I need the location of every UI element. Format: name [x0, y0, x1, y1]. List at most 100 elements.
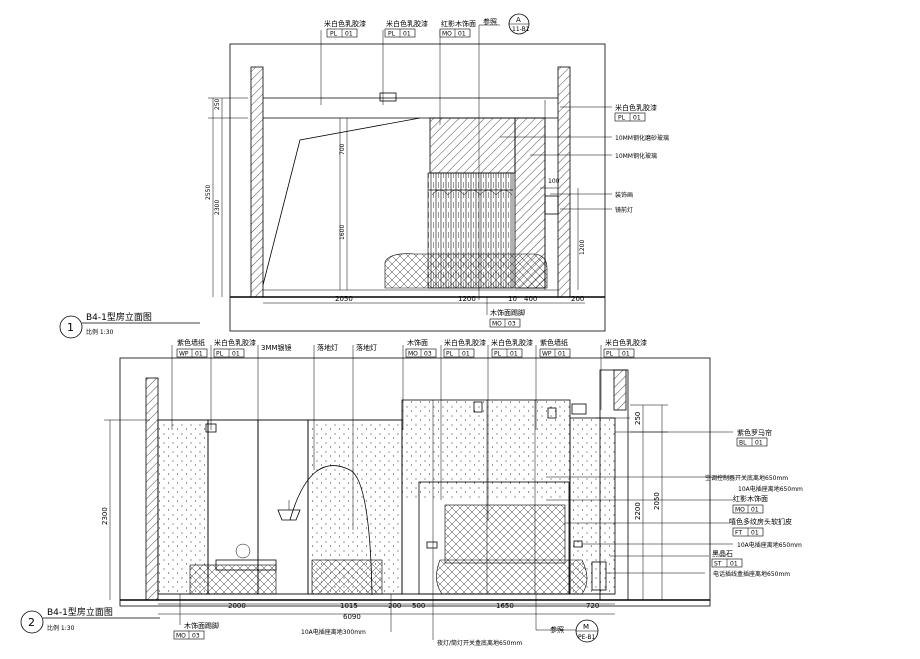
svg-text:紫色墙纸: 紫色墙纸	[177, 338, 205, 347]
bed	[436, 559, 588, 595]
e2-dim-250: 250	[634, 412, 642, 425]
svg-text:2: 2	[28, 616, 35, 629]
svg-text:MO: MO	[442, 31, 452, 38]
svg-text:01: 01	[558, 351, 566, 358]
dim-250: 250	[214, 98, 221, 110]
svg-text:米白色乳胶漆: 米白色乳胶漆	[605, 338, 647, 347]
e2-dim-2000: 2000	[228, 602, 246, 610]
e2-dim-2300: 2300	[101, 507, 109, 525]
svg-text:01: 01	[755, 440, 763, 447]
svg-text:米白色乳胶漆: 米白色乳胶漆	[386, 19, 428, 28]
svg-text:01: 01	[751, 530, 759, 537]
e2-bottom-label-2: 10A电插座离地300mm	[301, 594, 392, 636]
e2-dim-500: 500	[412, 602, 425, 610]
svg-text:01: 01	[232, 351, 240, 358]
svg-text:01: 01	[195, 351, 203, 358]
svg-text:PL: PL	[330, 31, 338, 38]
svg-text:嘻色多纹房头软扪皮: 嘻色多纹房头软扪皮	[729, 517, 792, 526]
svg-text:01: 01	[345, 31, 353, 38]
e2-dim-200: 200	[388, 602, 401, 610]
svg-text:木饰面: 木饰面	[407, 338, 428, 347]
e1-bottom-label: 木饰面踢脚 MO 03	[486, 297, 525, 328]
dim-2300: 2300	[214, 200, 221, 215]
left-wall-section	[250, 66, 264, 298]
e1-right-label-4: 装饰画	[550, 191, 633, 199]
elevation-1-title: B4-1型房立面图	[86, 311, 152, 323]
e2-top-label-2: 米白色乳胶漆 PL 01	[210, 338, 256, 430]
elevation-1-frame	[229, 43, 606, 332]
e2-right-label-5: 嘻色多纹房头软扪皮 FT 01	[565, 517, 792, 537]
dim-200: 200	[571, 295, 584, 303]
svg-text:MO: MO	[408, 351, 418, 358]
frosted-glass-panel	[429, 117, 516, 174]
svg-text:10A电插座离地650mm: 10A电插座离地650mm	[738, 485, 803, 493]
wallpaper-panel-right	[402, 400, 570, 500]
svg-text:10MM钢化磨砂玻璃: 10MM钢化磨砂玻璃	[615, 134, 669, 142]
svg-text:01: 01	[510, 351, 518, 358]
svg-text:03: 03	[192, 633, 200, 640]
elevation-1-scale: 比例 1:30	[86, 328, 114, 336]
svg-text:MO: MO	[176, 633, 186, 640]
svg-text:木饰面踢脚: 木饰面踢脚	[184, 621, 219, 630]
elevation-1: 250 2300 2550 700 1600 100 1200 2050 120…	[59, 13, 669, 339]
floor-lamp-arc	[289, 465, 373, 596]
svg-text:ST: ST	[714, 561, 722, 568]
svg-text:10A电插座离地650mm: 10A电插座离地650mm	[737, 541, 802, 549]
e2-top-label-4: 落地灯	[313, 343, 338, 470]
svg-text:落地灯: 落地灯	[356, 343, 377, 352]
dim-left-1: 250 2300 2550	[205, 97, 248, 297]
svg-text:红影木饰面: 红影木饰面	[733, 494, 768, 503]
drawing-number-circle-2	[20, 610, 44, 634]
svg-text:01: 01	[462, 351, 470, 358]
e1-top-label-2: 米白色乳胶漆 PL 01	[382, 19, 428, 105]
e2-right-label-8: 电话插线盒插座离地650mm	[606, 570, 790, 578]
e2-bottom-label-1: 木饰面踢脚 MO 03	[173, 594, 219, 640]
e2-dim-1650: 1650	[496, 602, 514, 610]
e1-right-label-5: 镜前灯	[560, 206, 633, 214]
svg-text:10MM钢化玻璃: 10MM钢化玻璃	[615, 152, 657, 160]
e2-dim-2050: 2050	[653, 492, 661, 510]
e1-top-label-1: 米白色乳胶漆 PL 01	[320, 19, 366, 105]
e2-bottom-label-3: 夜灯/筒灯开关盒底离地650mm	[432, 594, 522, 647]
dim-100: 100	[548, 178, 560, 185]
svg-text:M: M	[583, 623, 589, 631]
svg-text:PL: PL	[388, 31, 396, 38]
svg-text:PL: PL	[494, 351, 502, 358]
e2-right-label-2: 空调控制器开关底离地650mm	[546, 474, 788, 482]
svg-text:3MM银镜: 3MM银镜	[261, 343, 292, 352]
e2-right-label-3: 10A电插座离地650mm	[738, 485, 803, 493]
svg-text:01: 01	[458, 31, 466, 38]
e2-right-label-1: 紫色罗马帘 BL 01	[615, 428, 772, 447]
e2-top-label-6: 木饰面 MO 03	[402, 338, 437, 430]
svg-text:A: A	[516, 16, 521, 24]
svg-text:黑晶石: 黑晶石	[712, 550, 733, 558]
svg-text:米白色乳胶漆: 米白色乳胶漆	[444, 338, 486, 347]
e2-right-label-6: 10A电插座离地650mm	[582, 541, 802, 549]
svg-text:木饰面踢脚: 木饰面踢脚	[490, 308, 525, 317]
dim-700: 700	[339, 143, 346, 155]
svg-text:PL: PL	[446, 351, 454, 358]
svg-text:BL: BL	[739, 440, 747, 447]
bathtub	[384, 253, 548, 289]
drawing-number-circle-1	[59, 315, 83, 339]
dim-1200-v: 1200	[579, 240, 586, 255]
e2-top-label-10: 米白色乳胶漆 PL 01	[600, 338, 647, 410]
svg-text:PE-B1: PE-B1	[578, 634, 595, 641]
svg-text:镜前灯: 镜前灯	[615, 206, 633, 214]
svg-text:夜灯/筒灯开关盒底离地650mm: 夜灯/筒灯开关盒底离地650mm	[437, 639, 522, 647]
e2-dim-total: 6090	[343, 613, 361, 621]
svg-text:电话插线盒插座离地650mm: 电话插线盒插座离地650mm	[713, 570, 790, 578]
e2-top-label-7: 米白色乳胶漆 PL 01	[440, 338, 486, 500]
e2-top-label-8: 米白色乳胶漆 PL 01	[487, 338, 533, 520]
e1-right-label-1: 米白色乳胶漆 PL 01	[560, 103, 657, 122]
e2-top-label-3: 3MM银镜	[257, 343, 292, 500]
svg-text:WP: WP	[542, 351, 552, 358]
e2-dim-720: 720	[586, 602, 599, 610]
e1-top-label-3: 红影木饰面 MO 01	[439, 19, 476, 125]
e2-top-label-5: 落地灯	[352, 343, 377, 530]
e1-right-label-2: 10MM钢化磨砂玻璃	[500, 134, 669, 142]
dim-2550: 2550	[205, 185, 212, 200]
svg-text:米白色乳胶漆: 米白色乳胶漆	[615, 103, 657, 112]
svg-text:1: 1	[67, 321, 74, 334]
svg-text:PL: PL	[618, 115, 626, 122]
